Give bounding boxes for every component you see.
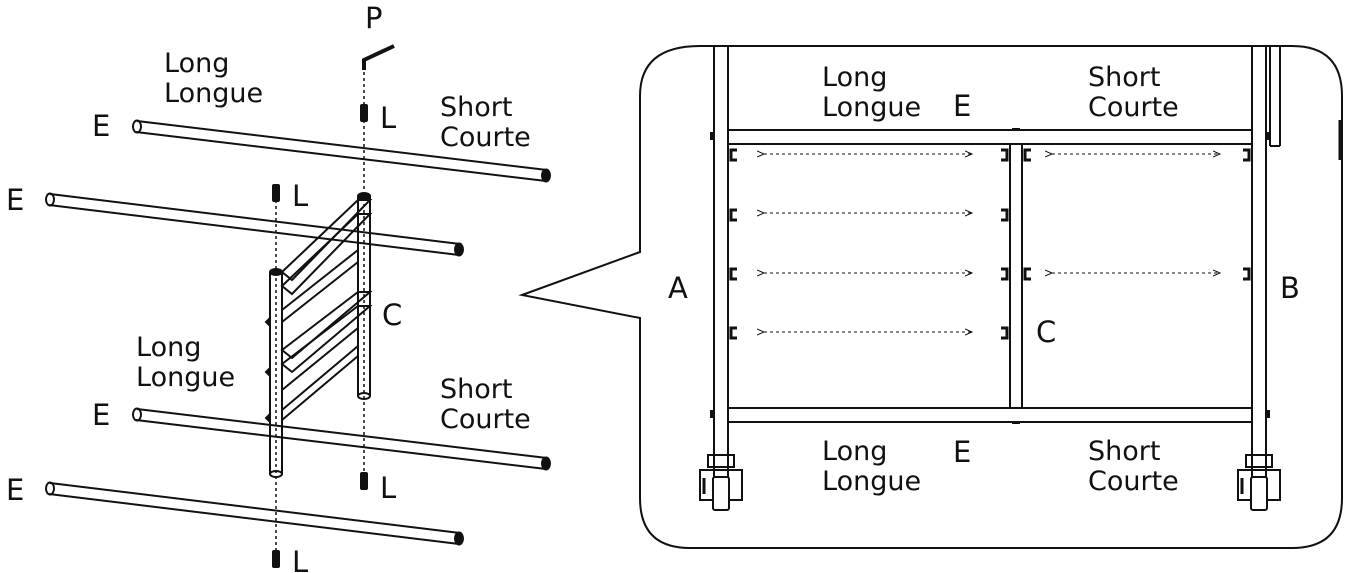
label-c-left: C (382, 298, 402, 332)
label-p: P (365, 1, 383, 35)
label-courte-top: Courte (440, 122, 531, 153)
upright-left (269, 268, 283, 478)
post-b (1251, 46, 1342, 510)
rail-top (728, 129, 1252, 145)
label-long-top: Long (164, 48, 229, 79)
detail-label-c: C (1036, 315, 1056, 349)
label-longue-mid: Longue (136, 362, 235, 393)
caster-right (1237, 454, 1281, 511)
detail-label-courte-bottom: Courte (1088, 466, 1179, 497)
label-l-2: L (292, 179, 308, 213)
detail-label-courte-top: Courte (1088, 92, 1179, 123)
post-clips (264, 315, 271, 425)
slide-brackets (729, 148, 1251, 340)
detail-label-short-bottom: Short (1088, 436, 1160, 467)
detail-label-e-top: E (953, 89, 971, 123)
tube-e-second (45, 192, 464, 257)
label-short-mid: Short (440, 374, 512, 405)
rail-notches (710, 128, 1270, 424)
dashed-guides (275, 72, 365, 556)
detail-callout (518, 45, 1343, 549)
detail-label-e-bottom: E (953, 435, 971, 469)
label-e-1: E (92, 109, 110, 143)
label-l-4: L (292, 545, 308, 573)
detail-label-a: A (668, 271, 688, 305)
label-short-top: Short (440, 92, 512, 123)
pin-p (362, 44, 395, 70)
post-a (713, 46, 729, 510)
label-e-2: E (6, 183, 24, 217)
rail-bottom (728, 407, 1252, 423)
label-long-mid: Long (136, 332, 201, 363)
tube-e-top (132, 119, 551, 183)
label-l-1: L (380, 101, 396, 135)
detail-label-b: B (1280, 271, 1300, 305)
bolts-l (272, 104, 368, 568)
detail-label-long-top: Long (822, 62, 887, 93)
label-e-4: E (6, 473, 24, 507)
label-courte-mid: Courte (440, 404, 531, 435)
label-longue-top: Longue (164, 78, 263, 109)
exploded-view (45, 44, 551, 568)
tube-e-third (132, 407, 551, 471)
slide-rails (280, 199, 373, 421)
detail-label-short-top: Short (1088, 62, 1160, 93)
label-l-3: L (380, 471, 396, 505)
slide-arrows (764, 154, 1220, 332)
caster-left (699, 454, 743, 511)
post-c (1009, 144, 1023, 408)
detail-label-longue-bottom: Longue (822, 466, 921, 497)
tube-e-bottom (45, 481, 464, 546)
label-e-3: E (92, 398, 110, 432)
detail-label-longue-top: Longue (822, 92, 921, 123)
detail-label-long-bottom: Long (822, 436, 887, 467)
